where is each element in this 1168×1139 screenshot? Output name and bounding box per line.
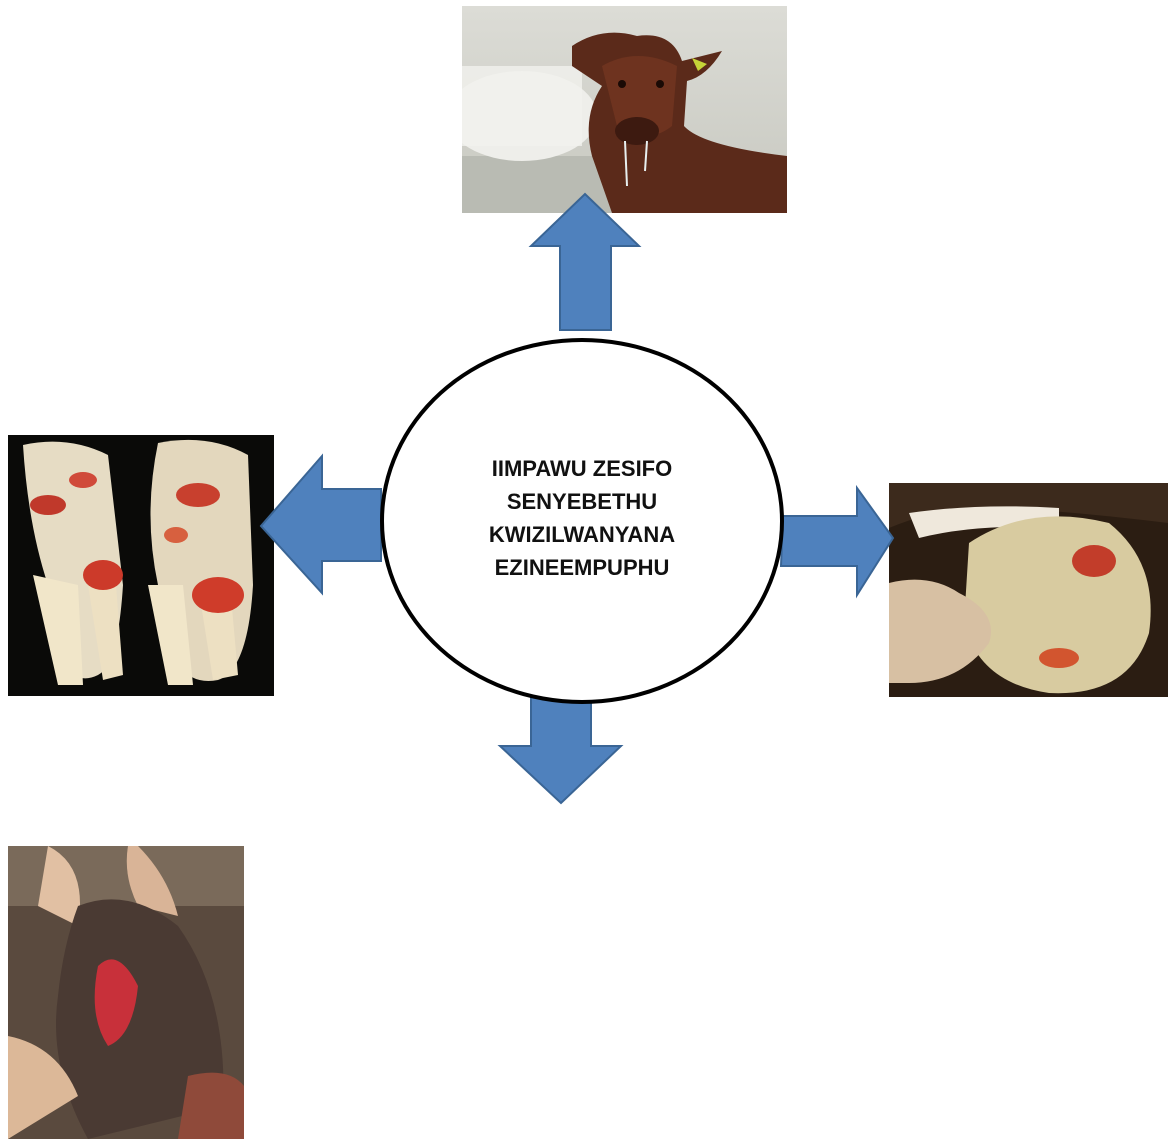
center-line-4: EZINEEMPUPHU xyxy=(489,551,675,584)
arrow-up-icon xyxy=(531,194,639,330)
center-line-3: KWIZILWANYANA xyxy=(489,518,675,551)
center-line-1: IIMPAWU ZESIFO xyxy=(489,452,675,485)
center-title: IIMPAWU ZESIFO SENYEBETHU KWIZILWANYANA … xyxy=(489,452,675,584)
arrow-left-icon xyxy=(261,456,381,593)
center-line-2: SENYEBETHU xyxy=(489,485,675,518)
arrow-down-icon xyxy=(500,696,621,803)
arrow-right-icon xyxy=(781,488,893,595)
center-ellipse: IIMPAWU ZESIFO SENYEBETHU KWIZILWANYANA … xyxy=(380,338,784,704)
